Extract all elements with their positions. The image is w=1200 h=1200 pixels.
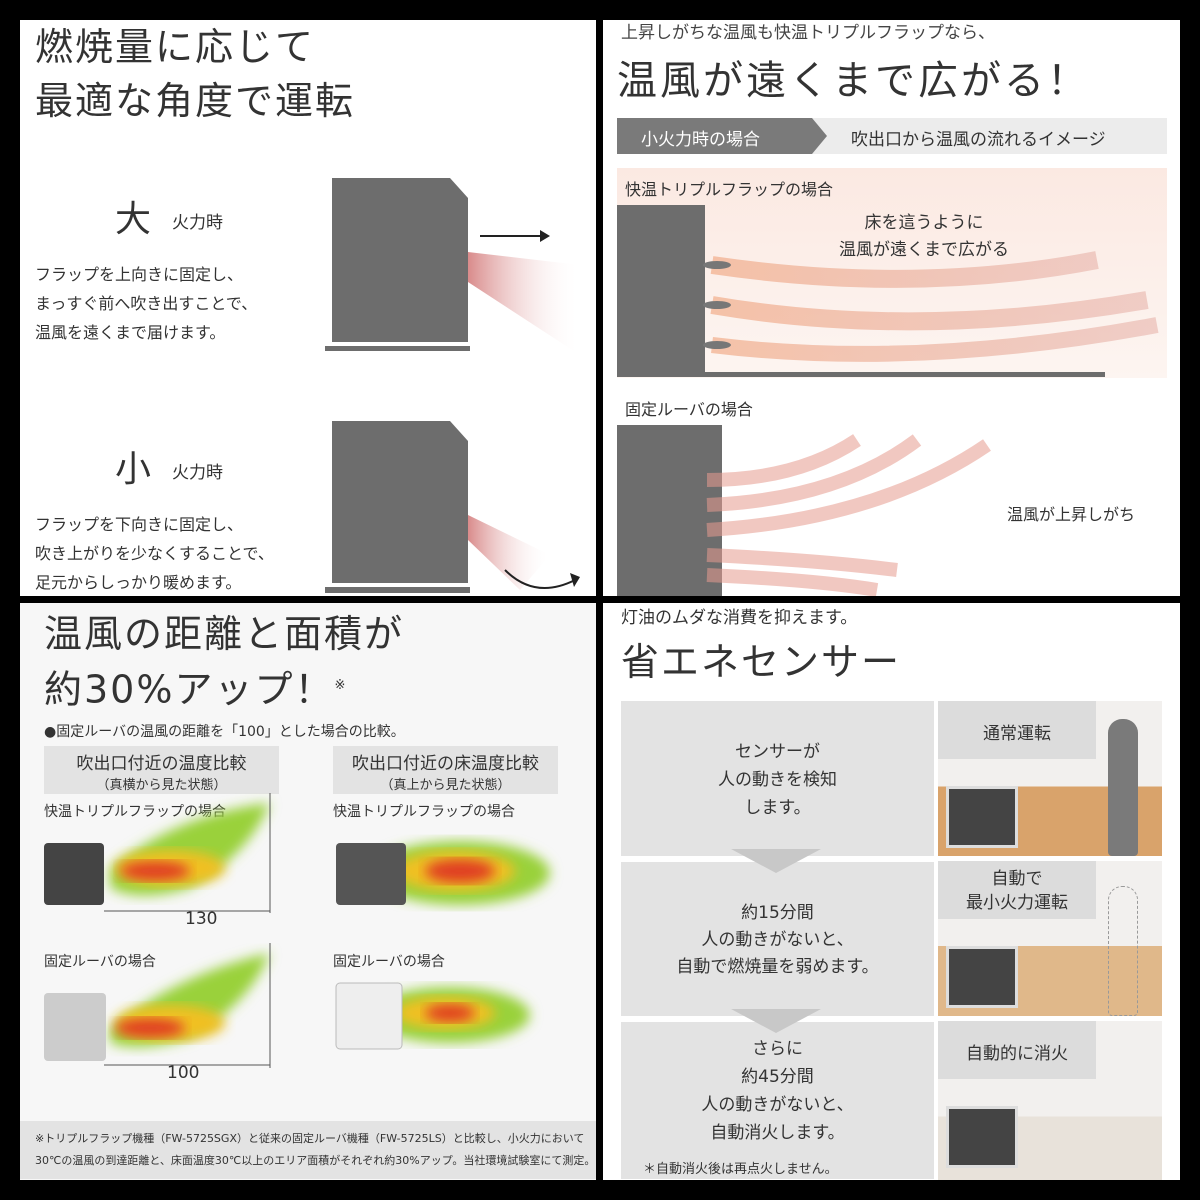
- title-line1: 温風の距離と面積が: [44, 612, 405, 656]
- col2-header: 吹出口付近の床温度比較 （真上から見た状態）: [333, 746, 558, 794]
- col2-fixed-label: 固定ルーバの場合: [333, 954, 445, 970]
- tag-left: 小火力時の場合: [641, 130, 760, 150]
- low-heater-illustration: [325, 421, 580, 593]
- footnote-line: 30℃の温風の到達距離と、床面温度30℃以上のエリア面積がそれぞれ約30%アップ…: [35, 1154, 596, 1167]
- tag-right: 吹出口から温風の流れるイメージ: [851, 130, 1106, 150]
- title: 温風が遠くまで広がる！: [617, 58, 1090, 104]
- note-line: 温風が遠くまで広がる: [839, 240, 1009, 260]
- fixed-louver-airflow: [617, 425, 991, 596]
- person-outline: [1108, 886, 1138, 1016]
- text-line: センサーが: [735, 742, 820, 762]
- heater-image: [946, 786, 1018, 848]
- text-line: します。: [744, 798, 811, 818]
- footnote-line: ※トリプルフラップ機種（FW-5725SGX）と従来の固定ルーバ機種（FW-57…: [35, 1132, 585, 1145]
- desc-line: 足元からしっかり暖めます。: [35, 573, 242, 592]
- label-off: 自動的に消火: [938, 1021, 1096, 1079]
- text-line: 人の動きがないと、: [701, 1095, 854, 1115]
- top-triple-heatmap: [336, 841, 550, 905]
- desc-line: 吹き上がりを少なくすることで、: [35, 544, 274, 563]
- col1-triple-label: 快温トリプルフラップの場合: [44, 804, 226, 820]
- tag-bar: 小火力時の場合 吹出口から温風の流れるイメージ: [617, 118, 1167, 154]
- high-desc: フラップを上向きに固定し、 まっすぐ前へ吹き出すことで、 温風を遠くまで届けます…: [35, 260, 257, 347]
- title-line1: 燃焼量に応じて: [35, 25, 316, 69]
- col2-triple-label: 快温トリプルフラップの場合: [333, 804, 515, 820]
- footnote: ＊自動消火後は再点火しません。: [643, 1162, 838, 1177]
- note-line: 床を這うように: [864, 213, 984, 233]
- case2-label: 固定ルーバの場合: [625, 400, 753, 419]
- case1-note: 床を這うように 温風が遠くまで広がる: [839, 210, 1009, 264]
- footnote: ※トリプルフラップ機種（FW-5725SGX）と従来の固定ルーバ機種（FW-57…: [20, 1121, 596, 1179]
- panel-flap-angle: 燃焼量に応じて 最適な角度で運転 大 火力時 フラップを上向きに固定し、 まっす…: [20, 20, 596, 596]
- text-line: 人の動きがないと、: [701, 930, 854, 950]
- scene-off: 自動的に消火: [938, 1021, 1162, 1180]
- label-line: 最小火力運転: [966, 893, 1068, 913]
- step2-text: 約15分間人の動きがないと、自動で燃焼量を弱めます。: [621, 900, 934, 981]
- tag-left-bg: [617, 118, 827, 154]
- col2-title: 吹出口付近の床温度比較: [352, 754, 539, 774]
- step-dividers: [621, 849, 934, 1033]
- col1-title: 吹出口付近の温度比較: [76, 754, 247, 774]
- case2-note: 温風が上昇しがち: [1007, 505, 1136, 524]
- low-label: 火力時: [172, 463, 223, 483]
- high-heater-illustration: [325, 178, 580, 355]
- step3-text: さらに約45分間人の動きがないと、自動消火します。: [621, 1035, 934, 1147]
- label-min-fire: 自動で最小火力運転: [938, 861, 1096, 919]
- panel-triple-flap: 上昇しがちな温風も快温トリプルフラップなら、 温風が遠くまで広がる！ 小火力時の…: [603, 20, 1180, 596]
- title: 省エネセンサー: [621, 640, 902, 684]
- heater-image: [946, 946, 1018, 1008]
- label-line: 自動で: [991, 869, 1043, 889]
- side-triple-heatmap: [44, 793, 271, 913]
- col1-sub: （真横から見た状態）: [96, 778, 227, 793]
- text-line: 約45分間: [741, 1067, 814, 1087]
- title-line2: 約30%アップ！※: [44, 660, 347, 716]
- low-desc: フラップを下向きに固定し、 吹き上がりを少なくすることで、 足元からしっかり暖め…: [35, 510, 274, 596]
- title-text: 約30%アップ！: [44, 667, 335, 712]
- comparison-note: ●固定ルーバの温風の距離を「100」とした場合の比較。: [44, 724, 405, 740]
- desc-line: 温風を遠くまで届けます。: [35, 323, 226, 342]
- panel-eco-sensor: 灯油のムダな消費を抑えます。 省エネセンサー センサーが人の動きを検知します。 …: [603, 603, 1180, 1180]
- high-label: 火力時: [172, 213, 223, 233]
- text-line: さらに: [752, 1039, 803, 1059]
- top-fixed-heatmap: [335, 982, 530, 1050]
- desc-line: まっすぐ前へ吹き出すことで、: [35, 294, 258, 313]
- text-line: 自動で燃焼量を弱めます。: [676, 957, 879, 977]
- person-silhouette: [1108, 719, 1138, 856]
- heatmap-illustrations: [44, 793, 550, 1068]
- triple-flap-airflow: [617, 205, 1159, 377]
- value-fixed: 100: [167, 1063, 200, 1083]
- value-triple: 130: [185, 909, 218, 929]
- scene-normal: 通常運転: [938, 701, 1162, 856]
- desc-line: フラップを上向きに固定し、: [35, 265, 244, 284]
- side-fixed-heatmap: [44, 943, 271, 1068]
- heater-image: [946, 1106, 1018, 1168]
- text-line: 自動消火します。: [710, 1123, 845, 1143]
- high-big: 大: [115, 199, 152, 240]
- desc-line: フラップを下向きに固定し、: [35, 515, 244, 534]
- steps-column: [621, 701, 934, 1179]
- step1-text: センサーが人の動きを検知します。: [621, 738, 934, 822]
- subtitle: 灯油のムダな消費を抑えます。: [621, 608, 858, 628]
- col2-sub: （真上から見た状態）: [380, 778, 511, 793]
- panel-distance-area: 温風の距離と面積が 約30%アップ！※ ●固定ルーバの温風の距離を「100」とし…: [20, 603, 596, 1180]
- title-line2: 最適な角度で運転: [35, 79, 356, 123]
- text-line: 約15分間: [741, 903, 814, 923]
- col1-fixed-label: 固定ルーバの場合: [44, 954, 156, 970]
- low-big: 小: [115, 449, 152, 490]
- label-normal: 通常運転: [938, 701, 1096, 759]
- subtitle: 上昇しがちな温風も快温トリプルフラップなら、: [621, 23, 995, 43]
- col1-header: 吹出口付近の温度比較 （真横から見た状態）: [44, 746, 279, 794]
- scene-min-fire: 自動で最小火力運転: [938, 861, 1162, 1016]
- note-mark: ※: [334, 678, 348, 693]
- text-line: 人の動きを検知: [718, 770, 837, 790]
- case1-label: 快温トリプルフラップの場合: [625, 180, 834, 199]
